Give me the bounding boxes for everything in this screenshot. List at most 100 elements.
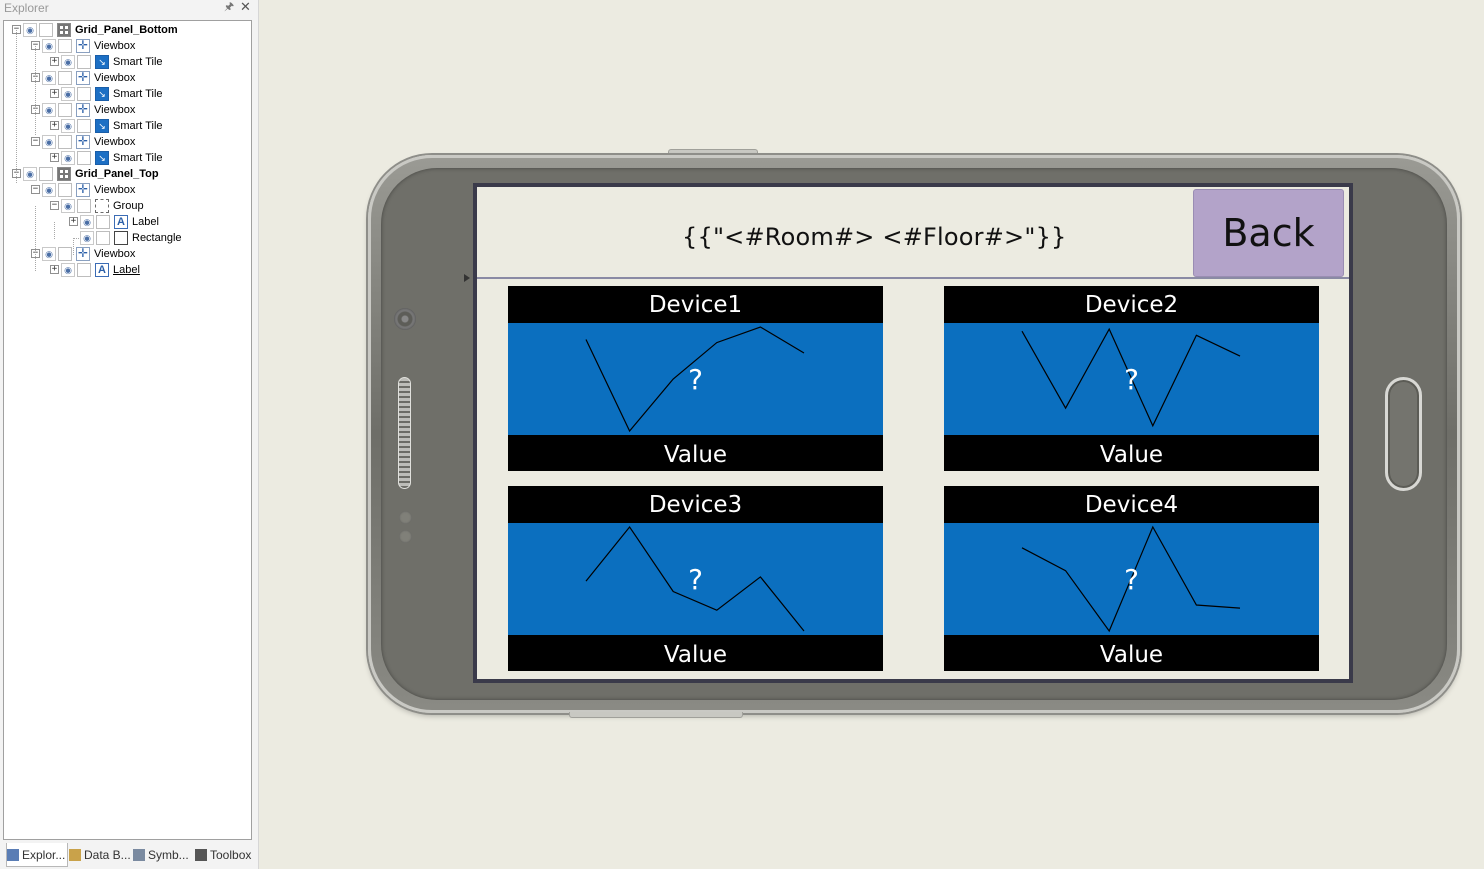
lock-checkbox[interactable] [77, 119, 91, 133]
group-icon [95, 199, 109, 213]
tab-label: Toolbox [210, 848, 252, 862]
visibility-eye-icon[interactable]: ◉ [23, 23, 37, 37]
tree-node-label: Viewbox [94, 40, 136, 52]
tree-node[interactable]: ◉ Rectangle [4, 230, 251, 246]
visibility-eye-icon[interactable]: ◉ [42, 71, 56, 85]
visibility-eye-icon[interactable]: ◉ [42, 39, 56, 53]
tree-node[interactable]: −◉✛Viewbox [4, 102, 251, 118]
expand-icon[interactable]: + [69, 216, 78, 226]
tree-node[interactable]: −◉✛Viewbox [4, 246, 251, 262]
tab-label: Symb... [148, 848, 189, 862]
tree-node-label: Smart Tile [113, 88, 163, 100]
header-divider [477, 277, 1349, 279]
collapse-icon[interactable]: − [31, 136, 40, 146]
smart-tile[interactable]: Device2?Value [944, 286, 1319, 471]
tree-node[interactable]: −◉Group [4, 198, 251, 214]
lock-checkbox[interactable] [96, 215, 110, 229]
tree-node[interactable]: +◉↘Smart Tile [4, 86, 251, 102]
symbols-tab-icon [133, 849, 145, 861]
tree-node[interactable]: −◉✛Viewbox [4, 182, 251, 198]
visibility-eye-icon[interactable]: ◉ [61, 199, 75, 213]
tab-database[interactable]: Data B... [69, 843, 131, 867]
tree-node[interactable]: −◉Grid_Panel_Top [4, 166, 251, 182]
visibility-eye-icon[interactable]: ◉ [61, 87, 75, 101]
expand-icon[interactable]: + [50, 152, 59, 162]
lock-checkbox[interactable] [58, 247, 72, 261]
viewbox-icon: ✛ [76, 38, 90, 53]
tree-node[interactable]: −◉Grid_Panel_Bottom [4, 22, 251, 38]
tree-node[interactable]: −◉ ✛ Viewbox [4, 134, 251, 150]
lock-checkbox[interactable] [77, 263, 91, 277]
tree-node-label: Viewbox [94, 104, 136, 116]
tree-node-label: Rectangle [132, 232, 182, 244]
tree-node[interactable]: −◉✛Viewbox [4, 38, 251, 54]
tree-node-label: Grid_Panel_Top [75, 168, 159, 180]
tree-node-label: Viewbox [94, 248, 136, 260]
tree-node-label: Smart Tile [113, 56, 163, 68]
visibility-eye-icon[interactable]: ◉ [61, 151, 75, 165]
smart-tile[interactable]: Device3?Value [508, 486, 883, 671]
visibility-eye-icon[interactable]: ◉ [42, 247, 56, 261]
tile-chart-area: ? [508, 323, 883, 435]
lock-checkbox[interactable] [58, 183, 72, 197]
tab-explorer[interactable]: Explor... [6, 843, 68, 867]
expand-icon[interactable]: + [50, 56, 59, 66]
expand-icon[interactable]: + [50, 264, 59, 274]
visibility-eye-icon[interactable]: ◉ [61, 263, 75, 277]
tree-node[interactable]: +◉ ↘ Smart Tile [4, 54, 251, 70]
lock-checkbox[interactable] [77, 87, 91, 101]
visibility-eye-icon[interactable]: ◉ [23, 167, 37, 181]
tile-value: Value [944, 435, 1319, 471]
lock-checkbox[interactable] [77, 55, 91, 69]
pin-icon[interactable]: 🖈 [224, 1, 235, 13]
tree-node[interactable]: +◉↘Smart Tile [4, 118, 251, 134]
tile-chart-area: ? [944, 523, 1319, 635]
expand-icon[interactable]: + [50, 88, 59, 98]
sparkline-line [585, 326, 805, 433]
visibility-eye-icon[interactable]: ◉ [80, 215, 94, 229]
database-tab-icon [69, 849, 81, 861]
lock-checkbox[interactable] [77, 151, 91, 165]
collapse-icon[interactable]: − [50, 200, 59, 210]
tab-symbols[interactable]: Symb... [133, 843, 195, 867]
tree-connector [54, 222, 55, 239]
visibility-eye-icon[interactable]: ◉ [42, 183, 56, 197]
room-floor-label: {{"<#Room#> <#Floor#>"}} [682, 223, 1067, 251]
visibility-eye-icon[interactable]: ◉ [61, 55, 75, 69]
lock-checkbox[interactable] [77, 199, 91, 213]
expand-icon[interactable]: + [50, 120, 59, 130]
close-icon[interactable]: ✕ [240, 0, 251, 14]
tree-node-label: Viewbox [94, 136, 136, 148]
sparkline-chart [585, 525, 805, 632]
lock-checkbox[interactable] [58, 103, 72, 117]
lock-checkbox[interactable] [58, 135, 72, 149]
smart-tile[interactable]: Device1?Value [508, 286, 883, 471]
viewbox-icon: ✛ [76, 102, 90, 117]
tree-node-label: Label [113, 264, 140, 276]
visibility-eye-icon[interactable]: ◉ [61, 119, 75, 133]
visibility-eye-icon[interactable]: ◉ [80, 231, 94, 245]
back-button[interactable]: Back [1193, 189, 1344, 277]
lock-checkbox[interactable] [39, 23, 53, 37]
marker-arrow-icon [464, 274, 470, 282]
explorer-panel: Explorer 🖈 ✕ −◉Grid_Panel_Bottom−◉✛Viewb… [0, 0, 259, 869]
viewbox-icon: ✛ [76, 134, 90, 149]
visibility-eye-icon[interactable]: ◉ [42, 135, 56, 149]
tree-node[interactable]: −◉✛Viewbox [4, 70, 251, 86]
tile-device-name: Device3 [508, 486, 883, 523]
tree-node[interactable]: +◉↘Smart Tile [4, 150, 251, 166]
lock-checkbox[interactable] [39, 167, 53, 181]
lock-checkbox[interactable] [96, 231, 110, 245]
lock-checkbox[interactable] [58, 39, 72, 53]
smart-tile[interactable]: Device4?Value [944, 486, 1319, 671]
visibility-eye-icon[interactable]: ◉ [42, 103, 56, 117]
tile-chart-area: ? [508, 523, 883, 635]
smart-tile-icon: ↘ [95, 119, 109, 133]
lock-checkbox[interactable] [58, 71, 72, 85]
tab-toolbox[interactable]: Toolbox [195, 843, 257, 867]
collapse-icon[interactable]: − [31, 184, 40, 194]
smart-tile-icon: ↘ [95, 55, 109, 69]
grid-panel-icon [57, 167, 71, 181]
